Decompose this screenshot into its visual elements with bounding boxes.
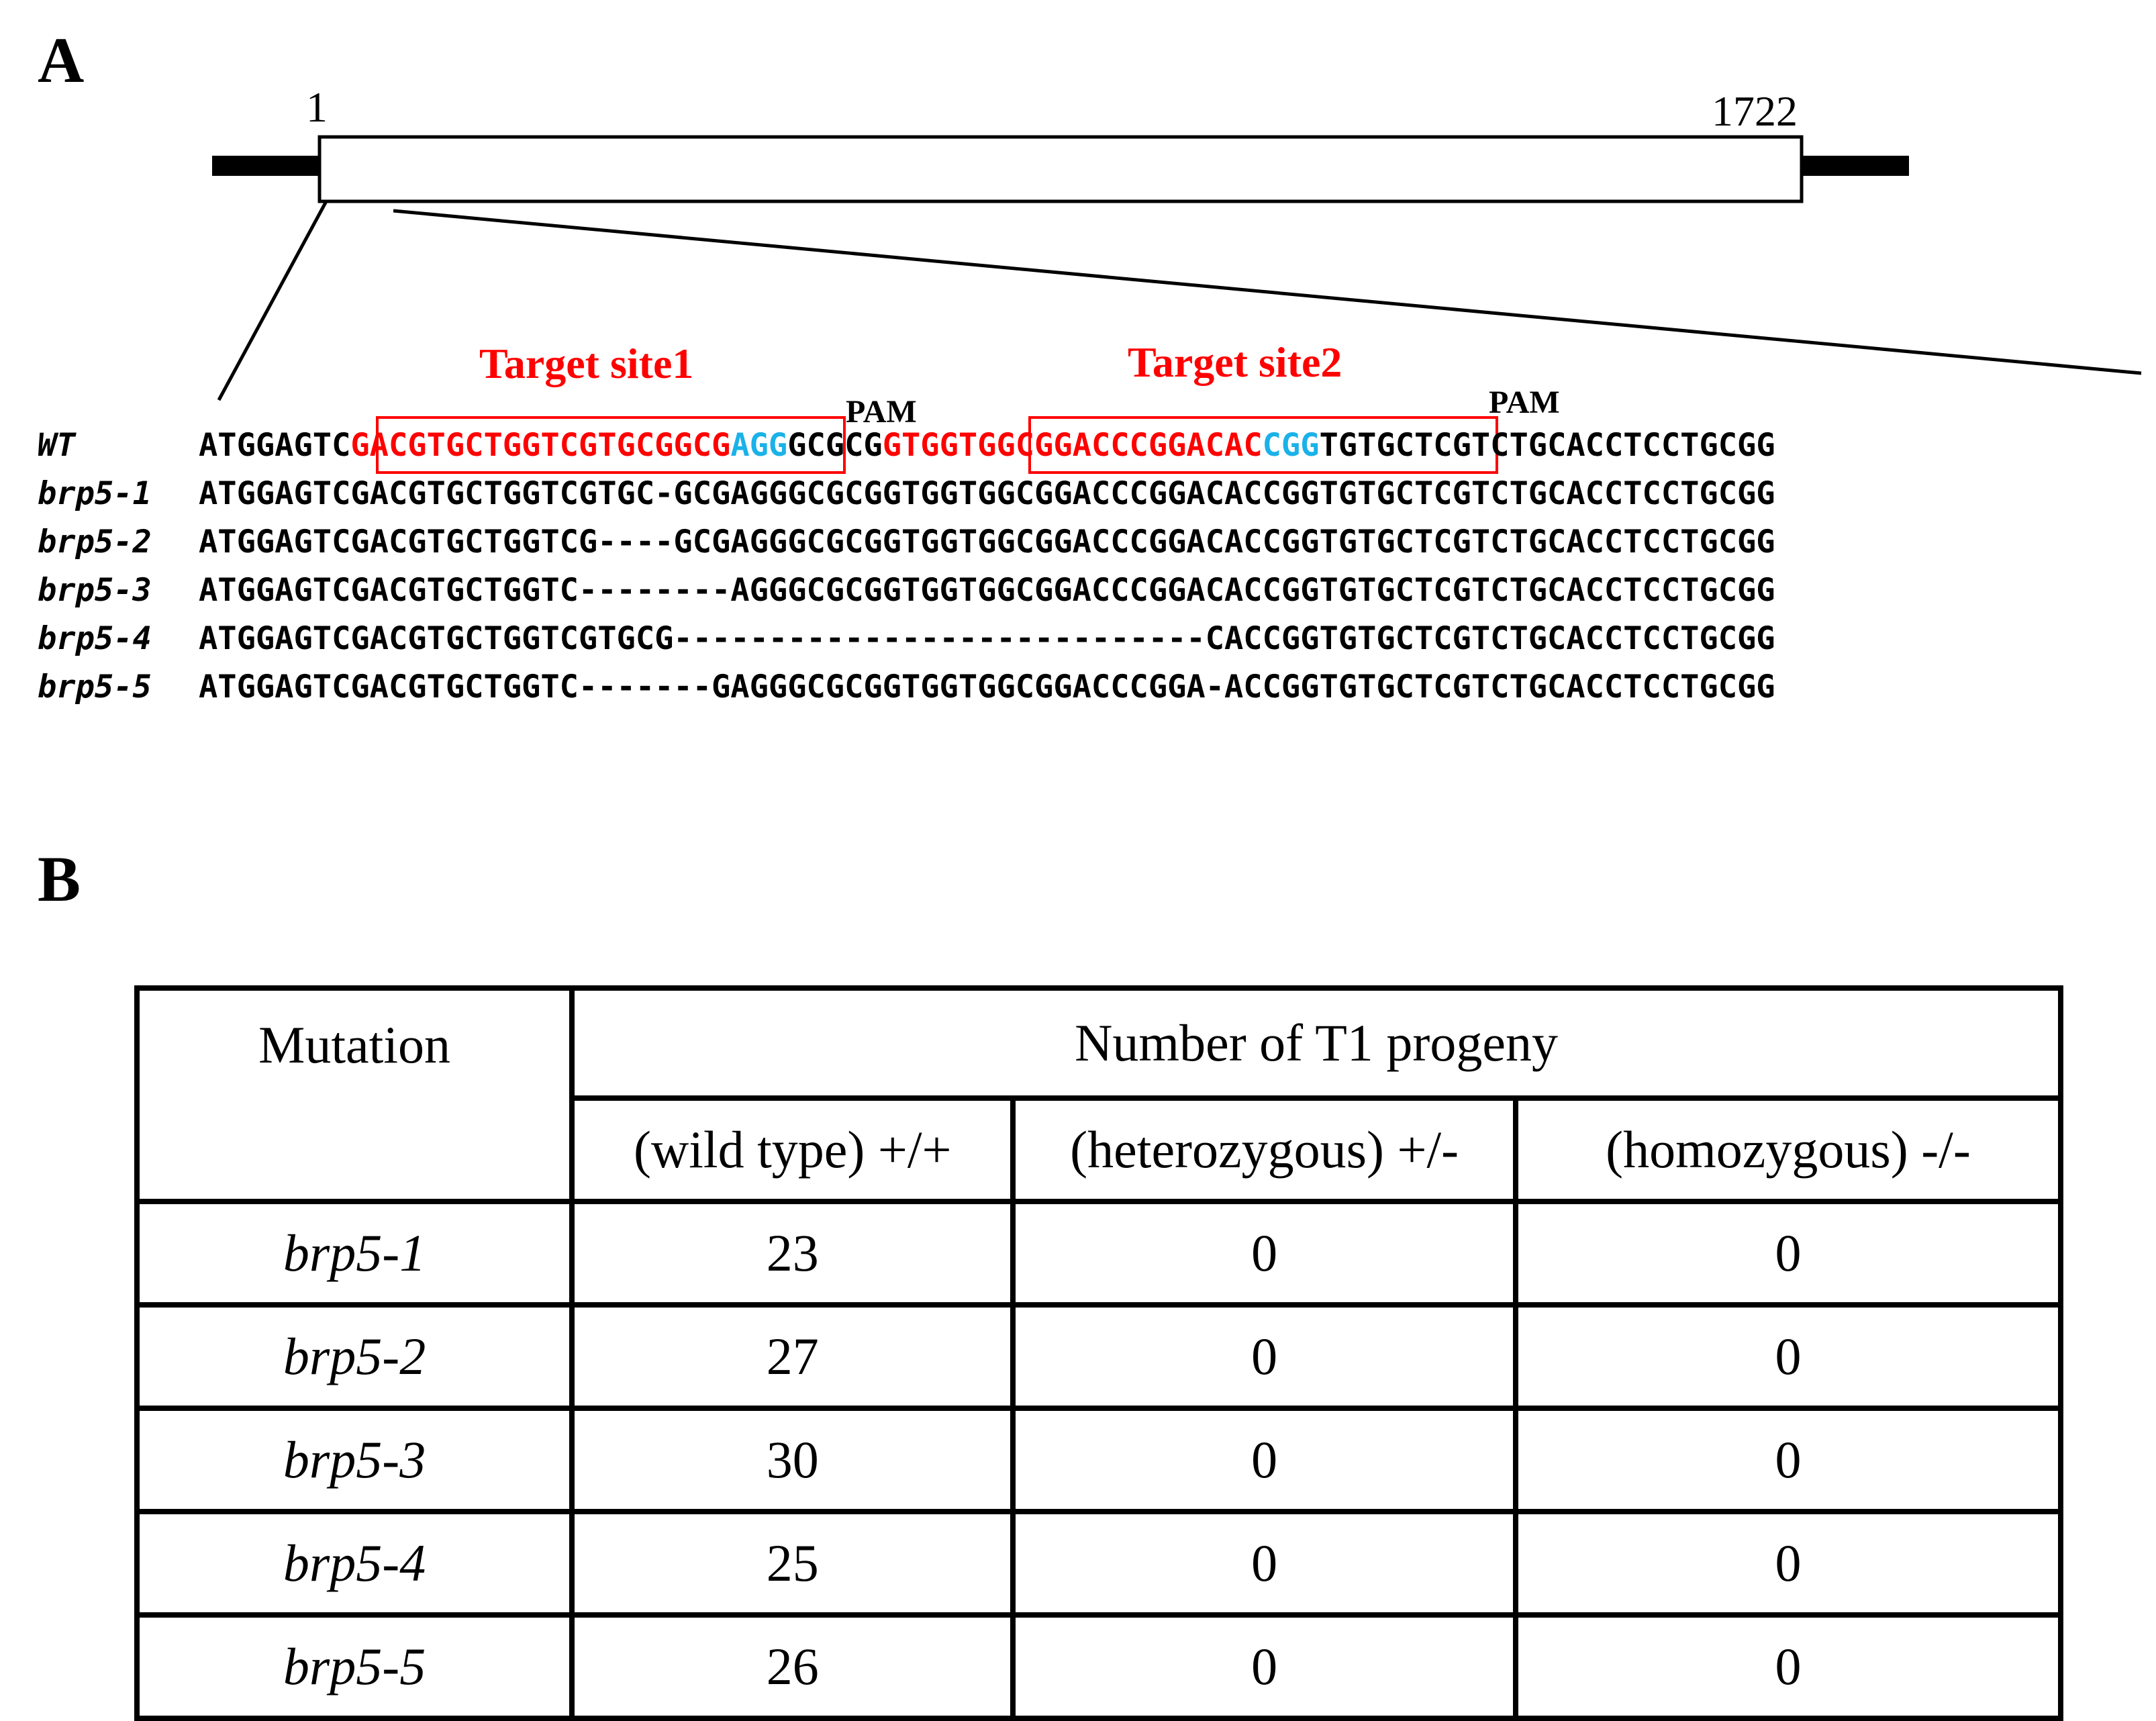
mutant-sequence: ATGGAGTCGACGTGCTGGTCGTGC-GCGAGGGCGCGGTGG… — [199, 475, 1775, 512]
cell-value: 0 — [1010, 1509, 1518, 1618]
column-header: (homozygous) -/- — [1512, 1095, 2064, 1204]
cell-value: 0 — [1010, 1199, 1518, 1308]
cell-value: 25 — [569, 1509, 1016, 1618]
cell-value: 0 — [1010, 1612, 1518, 1721]
mutation-header: Mutation — [134, 985, 575, 1204]
row-mutation: brp5-5 — [134, 1612, 575, 1721]
target-site1-box — [376, 416, 846, 474]
cell-value: 0 — [1512, 1302, 2064, 1411]
mutant-sequence: ATGGAGTCGACGTGCTGGTCGTGCG---------------… — [199, 620, 1775, 657]
utr-left — [212, 156, 320, 176]
target-site2-label: Target site2 — [1128, 338, 1342, 386]
cell-value: 0 — [1512, 1406, 2064, 1514]
cell-value: 23 — [569, 1199, 1016, 1308]
row-mutation: brp5-4 — [134, 1509, 575, 1618]
wt-name: WT — [38, 427, 76, 464]
cell-value: 30 — [569, 1406, 1016, 1514]
pam1-seq: AGG — [730, 427, 788, 464]
cell-value: 0 — [1512, 1199, 2064, 1308]
mutant-sequence: ATGGAGTCGACGTGCTGGTCG----GCGAGGGCGCGGTGG… — [199, 524, 1775, 560]
mutant-name: brp5-4 — [38, 620, 152, 657]
mutant-name: brp5-3 — [38, 572, 152, 609]
row-mutation: brp5-2 — [134, 1302, 575, 1411]
mutant-name: brp5-2 — [38, 524, 152, 560]
target2-seq: GTGGTGGCGGACCCGGACAC — [882, 427, 1263, 464]
cell-value: 0 — [1512, 1509, 2064, 1618]
cell-value: 0 — [1512, 1612, 2064, 1721]
target1-seq: GACGTGCTGGTCGTGCGGCG — [350, 427, 731, 464]
gene-end-label: 1722 — [1712, 87, 1798, 135]
table-row: brp5-2 27 0 0 — [134, 1302, 2064, 1411]
table-row: brp5-1 23 0 0 — [134, 1199, 2064, 1308]
mutant-sequence: ATGGAGTCGACGTGCTGGTC-------GAGGGCGCGGTGG… — [199, 669, 1775, 705]
target-site2-box — [1028, 416, 1498, 474]
cell-value: 27 — [569, 1302, 1016, 1411]
table-row: brp5-4 25 0 0 — [134, 1509, 2064, 1618]
zoom-line-left — [217, 200, 328, 401]
zoom-line-right — [393, 209, 2142, 375]
column-header: (wild type) +/+ — [569, 1095, 1016, 1204]
column-header: (heterozygous) +/- — [1010, 1095, 1518, 1204]
panel-a-label: A — [38, 24, 85, 96]
panel-b-label: B — [38, 843, 81, 915]
group-header: Number of T1 progeny — [569, 985, 2063, 1101]
mutant-name: brp5-1 — [38, 475, 152, 512]
utr-right — [1802, 156, 1909, 176]
pam1-label: PAM — [846, 394, 917, 430]
target-site1-label: Target site1 — [479, 340, 694, 387]
wt-sequence: ATGGAGTCGACGTGCTGGTCGTGCGGCGAGGGCGCGGTGG… — [199, 427, 1775, 464]
row-mutation: brp5-3 — [134, 1406, 575, 1514]
cell-value: 26 — [569, 1612, 1016, 1721]
gene-exon-box — [317, 135, 1804, 203]
cell-value: 0 — [1010, 1406, 1518, 1514]
mutant-sequence: ATGGAGTCGACGTGCTGGTC--------AGGGCGCGGTGG… — [199, 572, 1775, 609]
progeny-table: Mutation Number of T1 progeny (wild type… — [134, 985, 2064, 1721]
pam2-label: PAM — [1489, 385, 1560, 420]
table-row: brp5-3 30 0 0 — [134, 1406, 2064, 1514]
cell-value: 0 — [1010, 1302, 1518, 1411]
gene-start-label: 1 — [306, 83, 328, 131]
row-mutation: brp5-1 — [134, 1199, 575, 1308]
table-row: brp5-5 26 0 0 — [134, 1612, 2064, 1721]
pam2-seq: CGG — [1262, 427, 1320, 464]
mutant-name: brp5-5 — [38, 669, 152, 705]
